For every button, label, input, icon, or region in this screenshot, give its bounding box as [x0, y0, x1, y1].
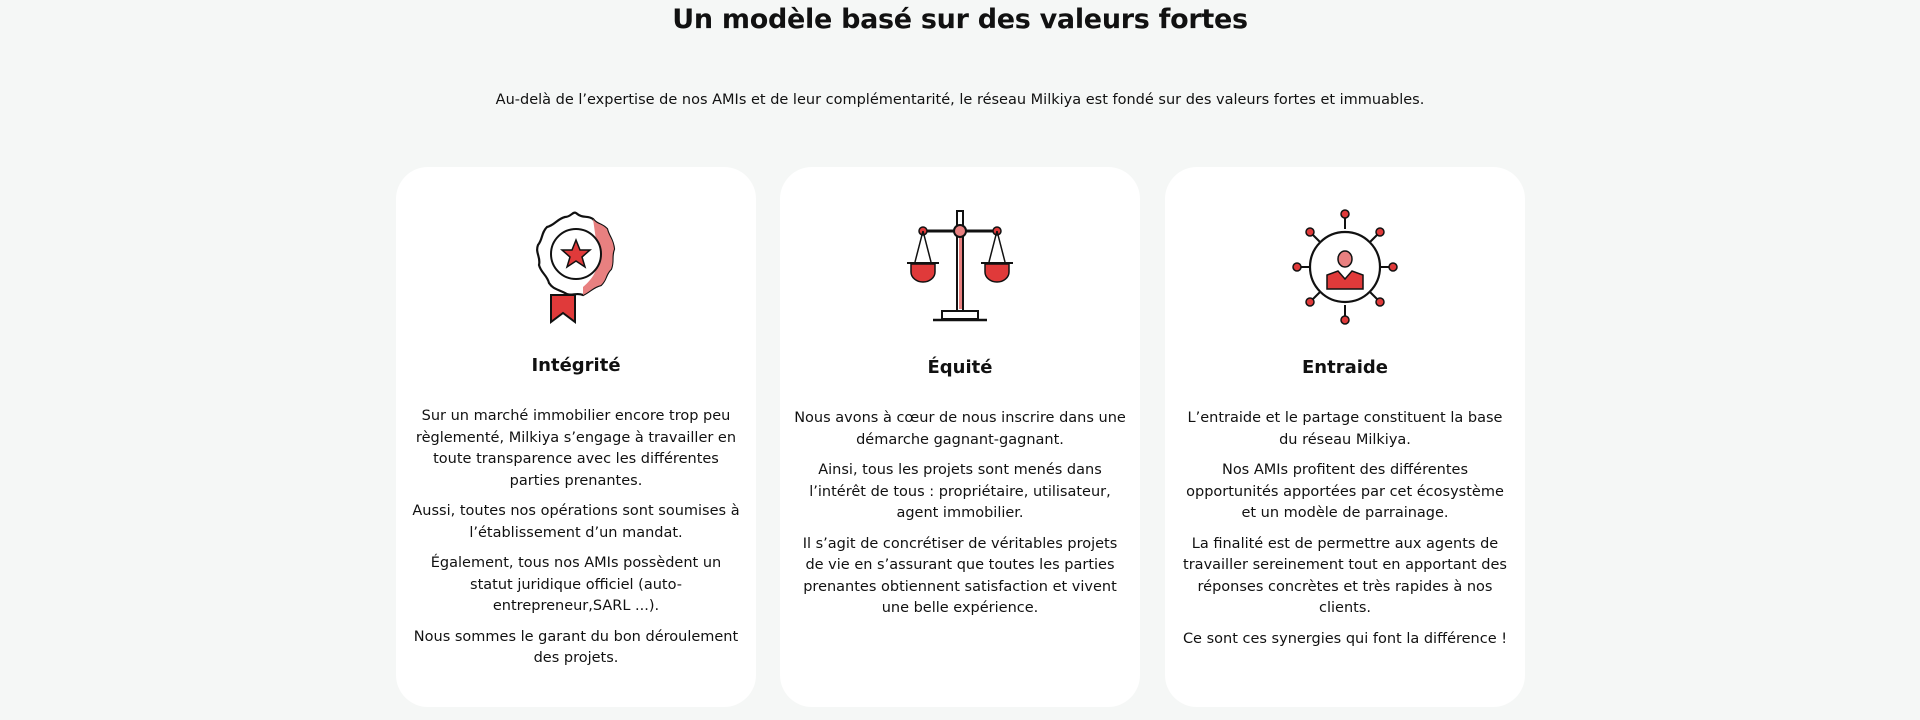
scales-icon: [907, 210, 1013, 322]
card-paragraph: Ainsi, tous les projets sont menés dans …: [809, 462, 1111, 521]
value-card-integrite: Intégrité Sur un marché immobilier encor…: [396, 167, 756, 707]
value-card-equite: Équité Nous avons à cœur de nous inscrir…: [780, 167, 1140, 707]
card-paragraph: L’entraide et le partage constituent la …: [1187, 410, 1503, 448]
card-paragraph: Également, tous nos AMIs possèdent un st…: [430, 555, 722, 614]
card-paragraph: Nos AMIs profitent des différentes oppor…: [1186, 462, 1504, 521]
card-paragraph: Nous avons à cœur de nous inscrire dans …: [794, 410, 1126, 448]
card-paragraph: La finalité est de permettre aux agents …: [1183, 535, 1507, 617]
card-title: Équité: [927, 357, 993, 378]
award-badge-icon: [536, 211, 616, 324]
card-title: Entraide: [1301, 357, 1388, 378]
card-paragraph: Sur un marché immobilier encore trop peu…: [415, 408, 737, 489]
network-person-icon: [1292, 209, 1398, 325]
page-title: Un modèle basé sur des valeurs fortes: [672, 4, 1248, 35]
value-card-entraide: Entraide L’entraide et le partage consti…: [1165, 167, 1525, 707]
card-title: Intégrité: [531, 355, 621, 376]
card-paragraph: Aussi, toutes nos opérations sont soumis…: [412, 503, 740, 541]
card-paragraph: Nous sommes le garant du bon déroulement…: [413, 628, 739, 667]
card-paragraph: Ce sont ces synergies qui font la différ…: [1182, 630, 1508, 647]
card-paragraph: Il s’agit de concrétiser de véritables p…: [802, 535, 1118, 617]
subtitle: Au-delà de l’expertise de nos AMIs et de…: [495, 92, 1425, 108]
